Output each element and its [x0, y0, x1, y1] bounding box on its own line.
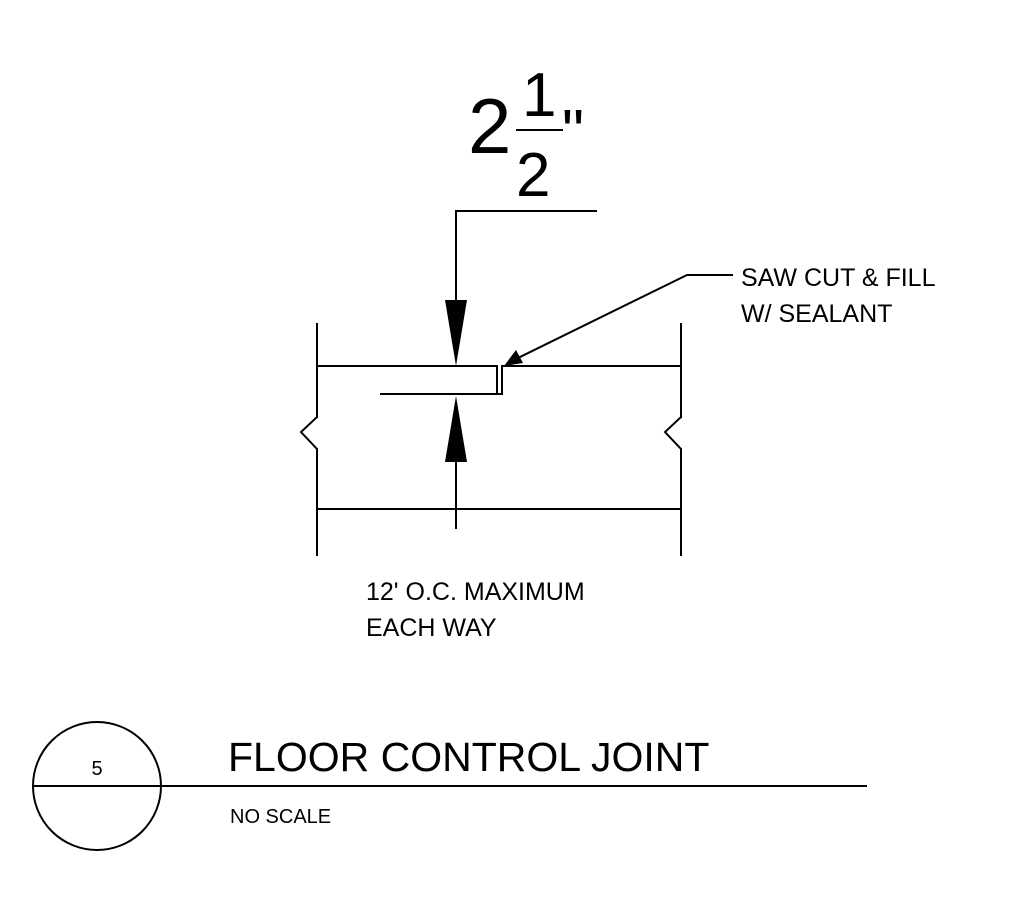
saw-cut-arrow [504, 350, 523, 366]
dimension-leader [455, 210, 597, 301]
slab-top-surface [316, 365, 682, 395]
dimension-arrow-up [445, 396, 467, 462]
slab-right-break [663, 415, 683, 556]
dimension-arrow-down [445, 300, 467, 366]
slab-left-break [299, 415, 319, 556]
saw-cut-note-line1: SAW CUT & FILL [741, 264, 936, 292]
detail-scale: NO SCALE [230, 806, 331, 828]
dimension-whole: 2 [468, 82, 511, 170]
spacing-note-line2: EACH WAY [366, 614, 497, 642]
spacing-note-line1: 12' O.C. MAXIMUM [366, 578, 585, 606]
dimension-denominator: 2 [516, 141, 550, 210]
detail-title: FLOOR CONTROL JOINT [228, 734, 709, 780]
detail-number: 5 [91, 758, 102, 780]
dimension-unit: " [562, 98, 584, 167]
saw-cut-note-line2: W/ SEALANT [741, 300, 892, 328]
saw-cut-leader [518, 274, 733, 359]
dimension-numerator: 1 [522, 61, 556, 130]
